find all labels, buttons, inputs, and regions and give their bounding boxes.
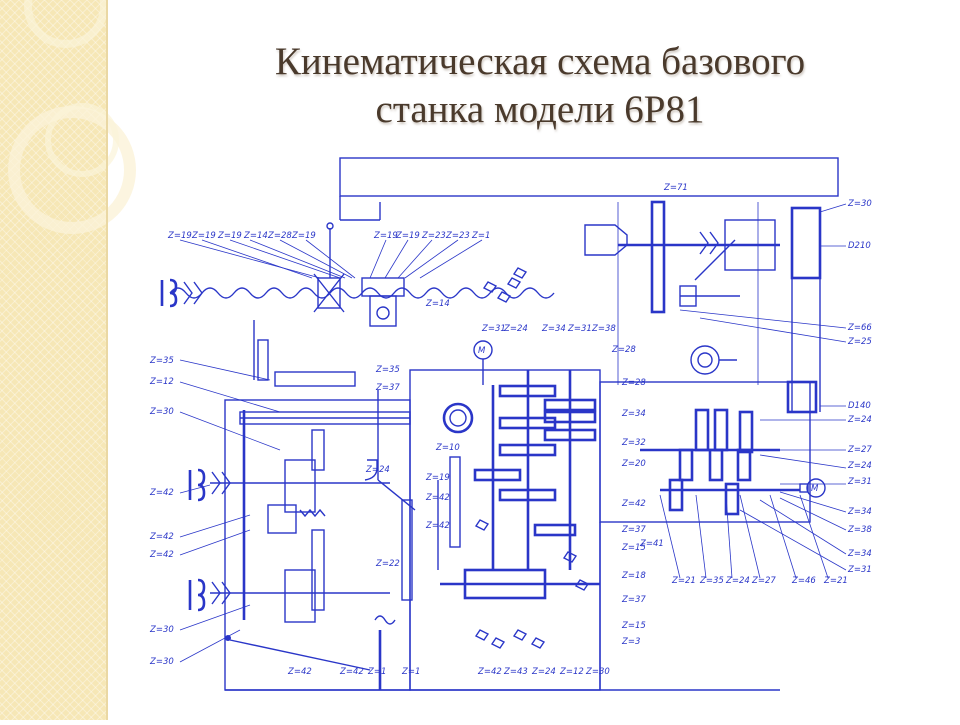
label-m-z37: Z=37 <box>375 383 400 393</box>
label-c-z28-a: Z=28 <box>611 345 636 355</box>
label-c-z31: Z=31 <box>481 324 506 334</box>
label-top-z19-f: Z=19 <box>395 231 420 241</box>
label-bot-z30: Z=30 <box>585 667 610 677</box>
label-l-z30-b: Z=30 <box>149 625 174 635</box>
label-b-z21-a: Z=21 <box>671 576 696 586</box>
label-bot-z24: Z=24 <box>531 667 556 677</box>
label-c-z32: Z=32 <box>621 438 646 448</box>
label-top-z23-a: Z=23 <box>421 231 446 241</box>
label-c-z20: Z=20 <box>621 459 646 469</box>
decorative-side-band <box>0 0 136 720</box>
label-r-z31-b: Z=31 <box>847 565 872 575</box>
decorative-rings <box>8 0 136 234</box>
label-b-z35: Z=35 <box>699 576 724 586</box>
label-top-z19-e: Z=19 <box>373 231 398 241</box>
label-c-z18: Z=18 <box>621 571 646 581</box>
label-l-z42-a: Z=42 <box>149 488 174 498</box>
label-c-z3: Z=3 <box>621 637 640 647</box>
label-top-z19-d: Z=19 <box>291 231 316 241</box>
label-m-z24: Z=24 <box>365 465 390 475</box>
label-r-z34-b: Z=34 <box>847 549 872 559</box>
label-c-z42: Z=42 <box>621 499 646 509</box>
label-d210: D210 <box>848 241 871 251</box>
label-top-z28: Z=28 <box>267 231 292 241</box>
kinematic-scheme: M <box>149 157 872 691</box>
label-z30-top: Z=30 <box>847 199 872 209</box>
label-top-z19-a: Z=19 <box>167 231 192 241</box>
label-bot-z43: Z=43 <box>503 667 528 677</box>
top-shaft <box>160 222 555 327</box>
title-line-2: станка модели 6Р81 <box>375 88 705 131</box>
side-divider <box>106 0 108 720</box>
label-mid-z14: Z=14 <box>425 299 450 309</box>
label-c-z24: Z=24 <box>503 324 528 334</box>
label-c-z28-b: Z=28 <box>621 378 646 388</box>
central-gearbox: M <box>437 340 600 649</box>
label-b-z21-b: Z=21 <box>823 576 848 586</box>
label-m-z22: Z=22 <box>375 559 400 569</box>
label-bot-z1-b: Z=1 <box>401 667 420 677</box>
label-c-z37-a: Z=37 <box>621 525 646 535</box>
label-c-z34: Z=34 <box>621 409 646 419</box>
gear-labels: Z=19 Z=19 Z=19 Z=14 Z=28 Z=19 Z=19 Z=19 … <box>149 183 872 677</box>
label-bot-z42-b: Z=42 <box>339 667 364 677</box>
label-c-z37-b: Z=37 <box>621 595 646 605</box>
feed-motor-label: M <box>811 484 819 494</box>
label-top-z23-b: Z=23 <box>445 231 470 241</box>
label-top-z1: Z=1 <box>471 231 490 241</box>
label-r-z24-b: Z=24 <box>847 461 872 471</box>
spindle-head <box>584 200 822 414</box>
label-m-z10: Z=10 <box>435 443 460 453</box>
label-bot-z42-a: Z=42 <box>287 667 312 677</box>
label-l-z42-c: Z=42 <box>149 550 174 560</box>
label-b-z46: Z=46 <box>791 576 816 586</box>
label-z25: Z=25 <box>847 337 872 347</box>
label-top-z19-c: Z=19 <box>217 231 242 241</box>
label-m-z35: Z=35 <box>375 365 400 375</box>
label-m-z19: Z=19 <box>425 473 450 483</box>
label-c-z38: Z=38 <box>591 324 616 334</box>
title-line-1: Кинематическая схема базового <box>274 40 806 83</box>
label-bot-z42-c: Z=42 <box>477 667 502 677</box>
label-c-z15-b: Z=15 <box>621 621 646 631</box>
label-l-z42-b: Z=42 <box>149 532 174 542</box>
left-assembly <box>188 320 474 690</box>
label-top-z14: Z=14 <box>243 231 268 241</box>
slide-title: Кинематическая схема базового станка мод… <box>140 38 940 134</box>
leader-lines <box>179 203 847 663</box>
label-c-z15-a: Z=15 <box>621 543 646 553</box>
label-z71: Z=71 <box>663 183 688 193</box>
label-m-z42-b: Z=42 <box>425 521 450 531</box>
label-r-z38: Z=38 <box>847 525 872 535</box>
label-b-z24: Z=24 <box>725 576 750 586</box>
label-r-z24-a: Z=24 <box>847 415 872 425</box>
label-l-z12: Z=12 <box>149 377 174 387</box>
label-r-z27: Z=27 <box>847 445 872 455</box>
label-l-z30-c: Z=30 <box>149 657 174 667</box>
label-bot-z12: Z=12 <box>559 667 584 677</box>
label-c-z41: Z=41 <box>639 539 664 549</box>
label-d140: D140 <box>848 401 871 411</box>
label-top-z19-b: Z=19 <box>191 231 216 241</box>
label-r-z34-a: Z=34 <box>847 507 872 517</box>
main-motor-label: M <box>478 346 486 356</box>
label-r-z31-a: Z=31 <box>847 477 872 487</box>
feed-gearbox: M <box>640 408 826 516</box>
label-l-z30: Z=30 <box>149 407 174 417</box>
label-m-z42-a: Z=42 <box>425 493 450 503</box>
label-bot-z1-a: Z=1 <box>367 667 386 677</box>
label-b-z27: Z=27 <box>751 576 776 586</box>
label-c-z31b: Z=31 <box>567 324 592 334</box>
label-l-z35: Z=35 <box>149 356 174 366</box>
label-c-z34-top: Z=34 <box>541 324 566 334</box>
frame-outlines <box>224 157 839 691</box>
label-z66: Z=66 <box>847 323 872 333</box>
